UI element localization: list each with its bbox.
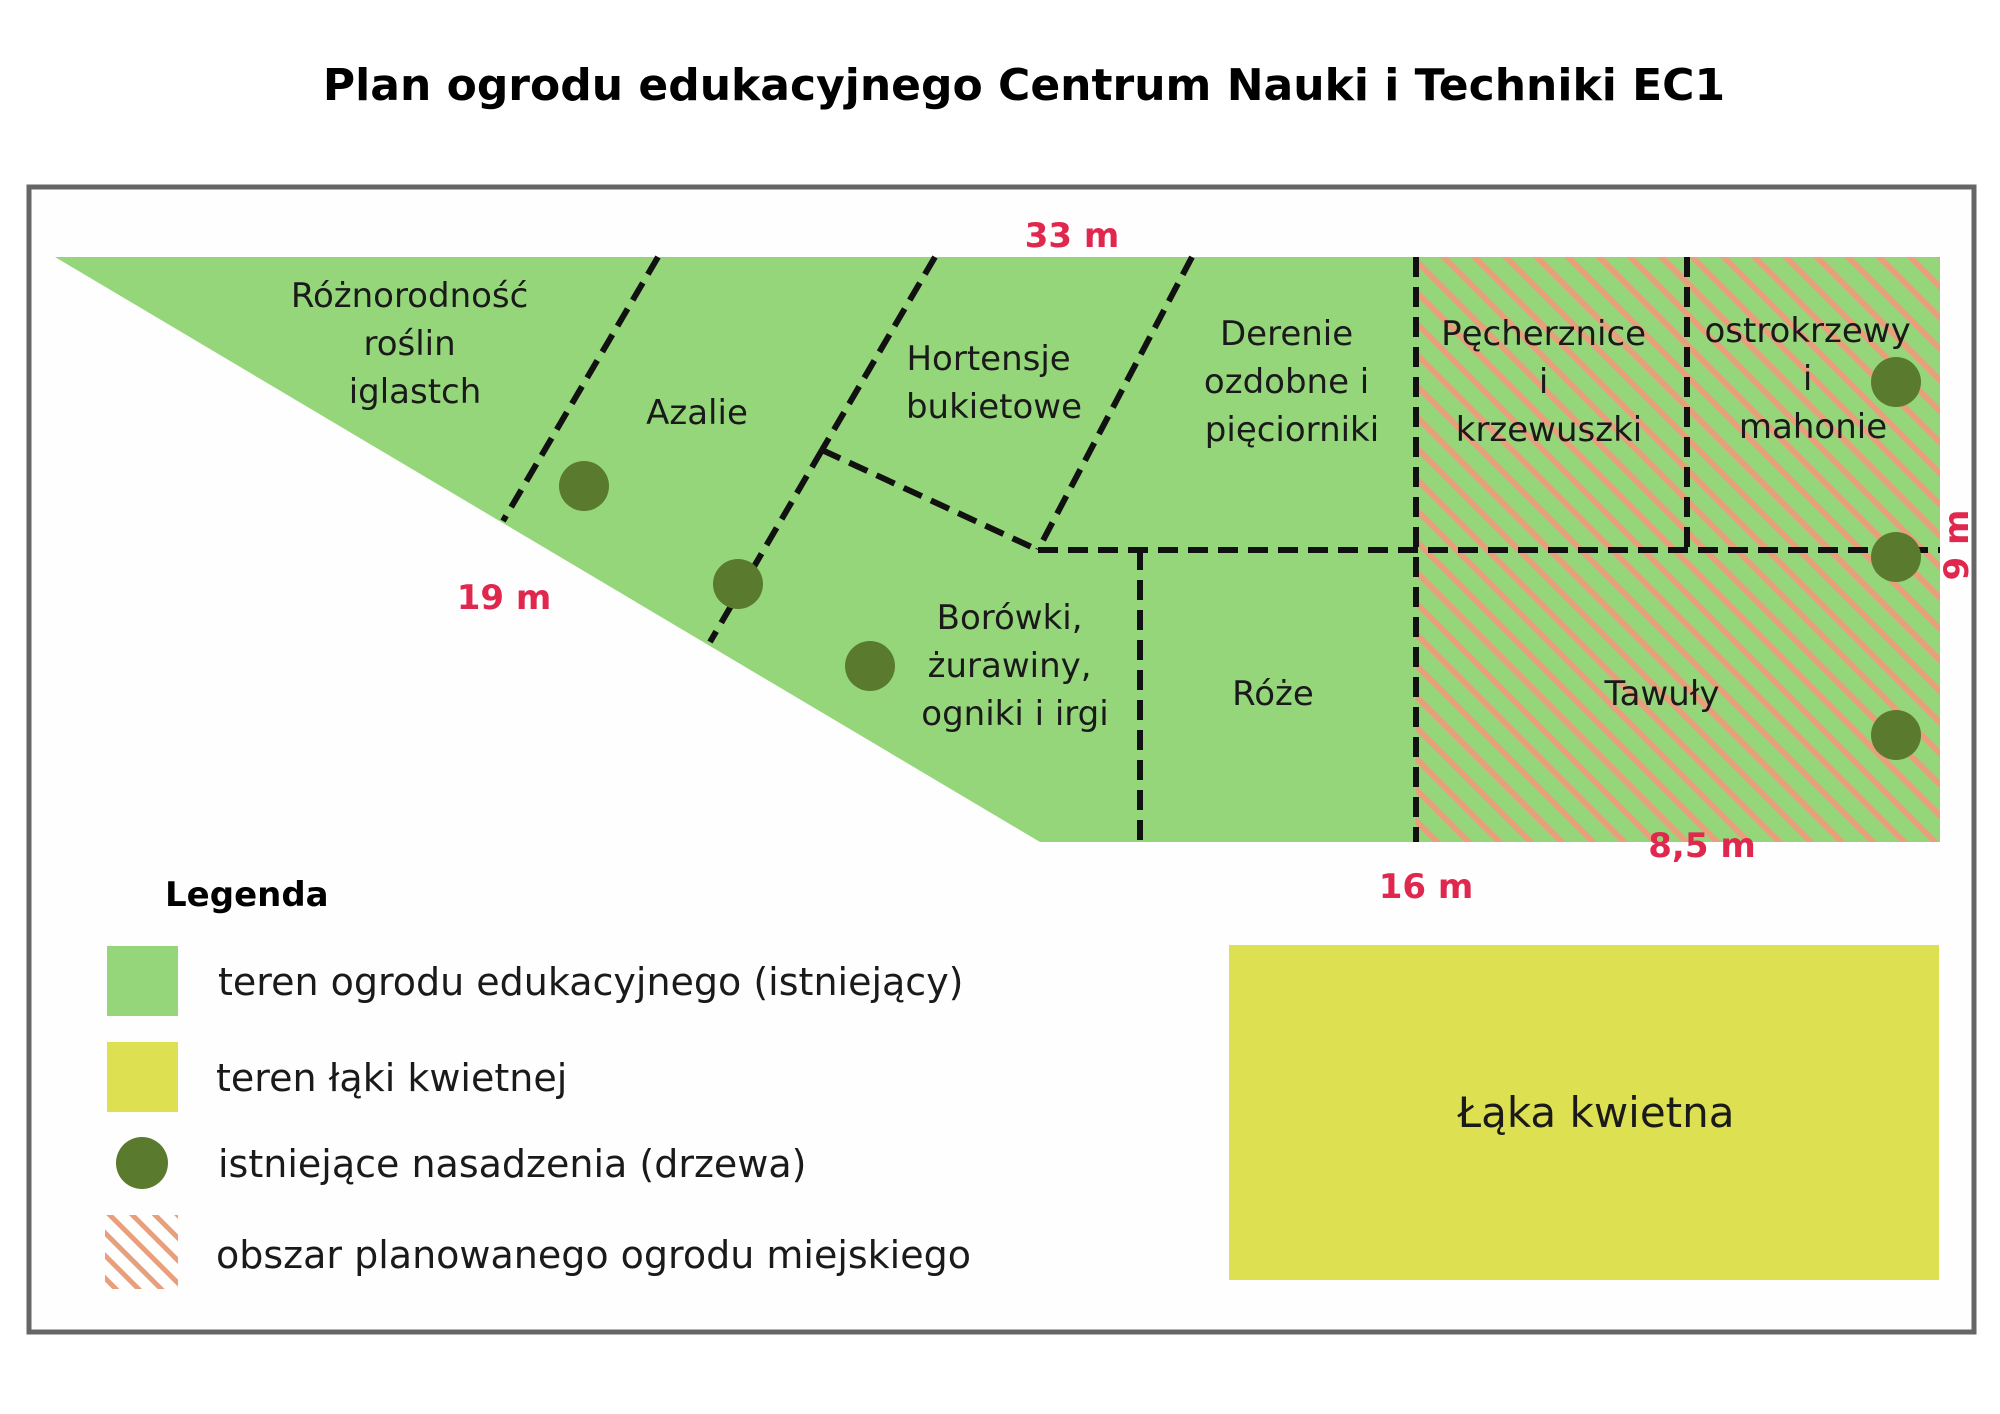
page-title: Plan ogrodu edukacyjnego Centrum Nauki i… (322, 60, 1726, 111)
legend-swatch-garden (107, 946, 178, 1016)
flower-meadow-area (1229, 945, 1939, 1280)
zone-label-dogwoods: Derenie ozdobne i pięciorniki (1204, 314, 1380, 450)
tree-marker (713, 559, 763, 609)
legend-swatch-meadow (107, 1042, 178, 1112)
dimension-right: 9 m (1937, 510, 1977, 581)
legend-text-garden: teren ogrodu edukacyjnego (istniejący) (218, 960, 964, 1004)
legend-title: Legenda (165, 875, 329, 915)
divider-azaleas-hydrangeas (819, 255, 938, 452)
tree-marker (559, 461, 609, 511)
legend-text-planned: obszar planowanego ogrodu miejskiego (216, 1233, 971, 1277)
dimension-left: 19 m (457, 578, 552, 618)
zone-label-azaleas: Azalie (646, 393, 748, 433)
zone-label-hollies: ostrokrzewy i mahonie (1704, 311, 1921, 447)
tree-marker (1871, 710, 1921, 760)
dimension-bottom: 16 m (1379, 867, 1474, 907)
dimension-bottom-right: 8,5 m (1648, 826, 1756, 866)
divider-conifers-azaleas (500, 255, 661, 523)
zone-label-hydrangeas: Hortensje bukietowe (906, 339, 1082, 427)
legend-text-trees: istniejące nasadzenia (drzewa) (218, 1142, 806, 1186)
tree-marker (1871, 357, 1921, 407)
flower-meadow-label: Łąka kwietna (1456, 1088, 1734, 1137)
divider-hydrangeas-dogwoods (1035, 255, 1195, 552)
existing-trees (559, 357, 1921, 760)
zone-label-ninebarks: Pęcherznice i krzewuszki (1441, 314, 1657, 450)
divider-azaleas-blueberries (707, 448, 825, 644)
zone-dividers (500, 255, 1940, 842)
tree-marker (1871, 532, 1921, 582)
zone-label-blueberries: Borówki, żurawiny, ogniki i irgi (921, 598, 1108, 734)
dimension-top: 33 m (1025, 216, 1120, 256)
legend-swatch-planned (105, 1215, 178, 1289)
zone-label-conifers: Różnorodność roślin iglastch (291, 276, 539, 412)
zone-label-roses: Róże (1232, 674, 1314, 714)
legend-text-meadow: teren łąki kwietnej (216, 1056, 567, 1100)
legend-swatch-tree (116, 1137, 168, 1189)
divider-hydrangeas-blueberries (820, 447, 1040, 553)
tree-marker (845, 641, 895, 691)
zone-label-spireas: Tawuły (1603, 674, 1719, 714)
